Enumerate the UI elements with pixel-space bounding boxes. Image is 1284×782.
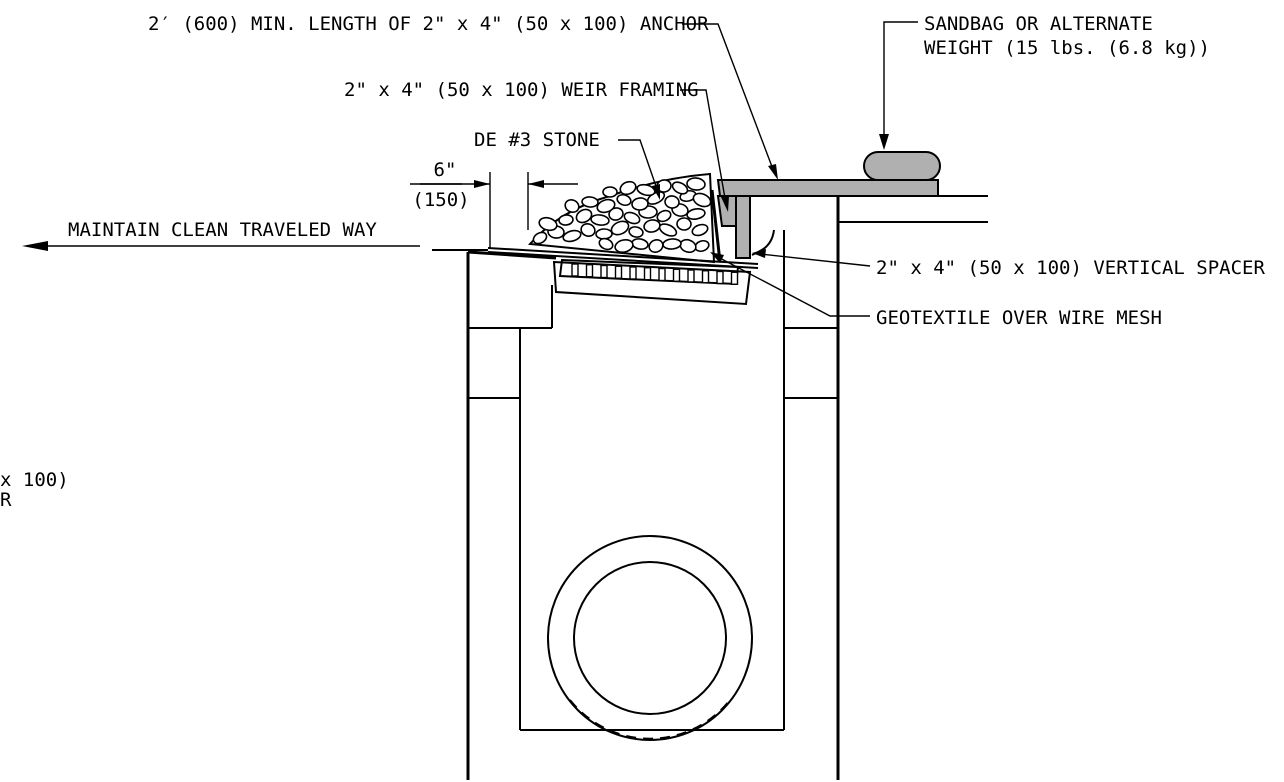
- stone: [656, 209, 672, 223]
- sandbag-label-2: WEIGHT (15 lbs. (6.8 kg)): [924, 37, 1210, 59]
- callout-geotextile: GEOTEXTILE OVER WIRE MESH: [710, 252, 1162, 329]
- stone: [686, 208, 706, 220]
- stone: [596, 198, 616, 214]
- grate-bar: [672, 268, 681, 282]
- sandbag: [863, 151, 941, 181]
- stone: [648, 238, 664, 254]
- stone-pile: [527, 172, 716, 264]
- stone: [610, 220, 630, 236]
- callout-spacer: 2" x 4" (50 x 100) VERTICAL SPACER: [752, 249, 1265, 279]
- callout-sandbag: SANDBAG OR ALTERNATE WEIGHT (15 lbs. (6.…: [879, 13, 1210, 150]
- geotextile-label: GEOTEXTILE OVER WIRE MESH: [876, 307, 1162, 329]
- grate-bar: [687, 269, 695, 283]
- stone: [616, 193, 632, 207]
- stone: [598, 237, 614, 251]
- grate-bar: [730, 271, 739, 285]
- stone: [631, 197, 649, 211]
- weir-framing-label: 2" x 4" (50 x 100) WEIR FRAMING: [344, 79, 699, 101]
- traveled-way-callout: MAINTAIN CLEAN TRAVELED WAY: [22, 219, 420, 251]
- stone: [614, 239, 634, 253]
- stone: [691, 223, 709, 237]
- grate-bar: [643, 267, 652, 281]
- stone: [671, 181, 689, 195]
- stone: [631, 238, 649, 250]
- stone: [590, 214, 610, 226]
- stone: [602, 186, 618, 198]
- stone: [636, 183, 656, 197]
- stone: [608, 207, 624, 221]
- grate-bar: [614, 265, 623, 279]
- spacer-label: 2" x 4" (50 x 100) VERTICAL SPACER: [876, 257, 1265, 279]
- grate-bar: [658, 267, 666, 282]
- cutoff-label-2: R: [0, 489, 12, 511]
- stone: [558, 214, 574, 226]
- stone: [664, 195, 680, 209]
- callout-weir-framing: 2" x 4" (50 x 100) WEIR FRAMING: [344, 79, 729, 212]
- stone: [580, 223, 596, 237]
- stone: [532, 231, 548, 245]
- traveled-way-label: MAINTAIN CLEAN TRAVELED WAY: [68, 219, 377, 241]
- sandbag-label-1: SANDBAG OR ALTERNATE: [924, 13, 1153, 35]
- stone: [686, 177, 706, 191]
- callout-anchor: 2′ (600) MIN. LENGTH OF 2" x 4" (50 x 10…: [148, 13, 778, 180]
- grate-bar: [571, 263, 579, 277]
- stone: [628, 226, 644, 238]
- grate-bar: [585, 264, 594, 278]
- grate-bar: [701, 270, 710, 284]
- dimension-6in: 6" (150): [410, 159, 578, 248]
- cutoff-label-1: x 100): [0, 469, 69, 491]
- outlet-pipe: [547, 535, 753, 741]
- stone: [595, 228, 613, 240]
- stone: [643, 219, 661, 233]
- dim-6in-label: 6": [434, 159, 457, 181]
- dim-150-label: (150): [412, 189, 469, 211]
- stone: [662, 238, 682, 250]
- stone: [562, 229, 582, 243]
- grate-bar: [716, 270, 724, 285]
- stone: [658, 223, 678, 237]
- stone: [692, 192, 712, 208]
- grate: [552, 258, 752, 306]
- grate-bar: [600, 264, 608, 279]
- stone: [623, 211, 641, 225]
- stone: [538, 216, 558, 232]
- stone-label: DE #3 STONE: [474, 129, 600, 151]
- stone: [575, 208, 593, 224]
- grate-bar: [629, 266, 637, 280]
- stone: [581, 196, 599, 208]
- weir-assembly: [487, 151, 941, 269]
- cutoff-callout: x 100) R: [0, 469, 69, 511]
- stone: [679, 238, 697, 254]
- stone: [676, 217, 692, 231]
- anchor-label: 2′ (600) MIN. LENGTH OF 2" x 4" (50 x 10…: [148, 13, 709, 35]
- callout-stone: DE #3 STONE: [474, 129, 660, 200]
- stone: [564, 198, 580, 214]
- inlet-structure: [466, 195, 840, 780]
- stone: [619, 180, 637, 196]
